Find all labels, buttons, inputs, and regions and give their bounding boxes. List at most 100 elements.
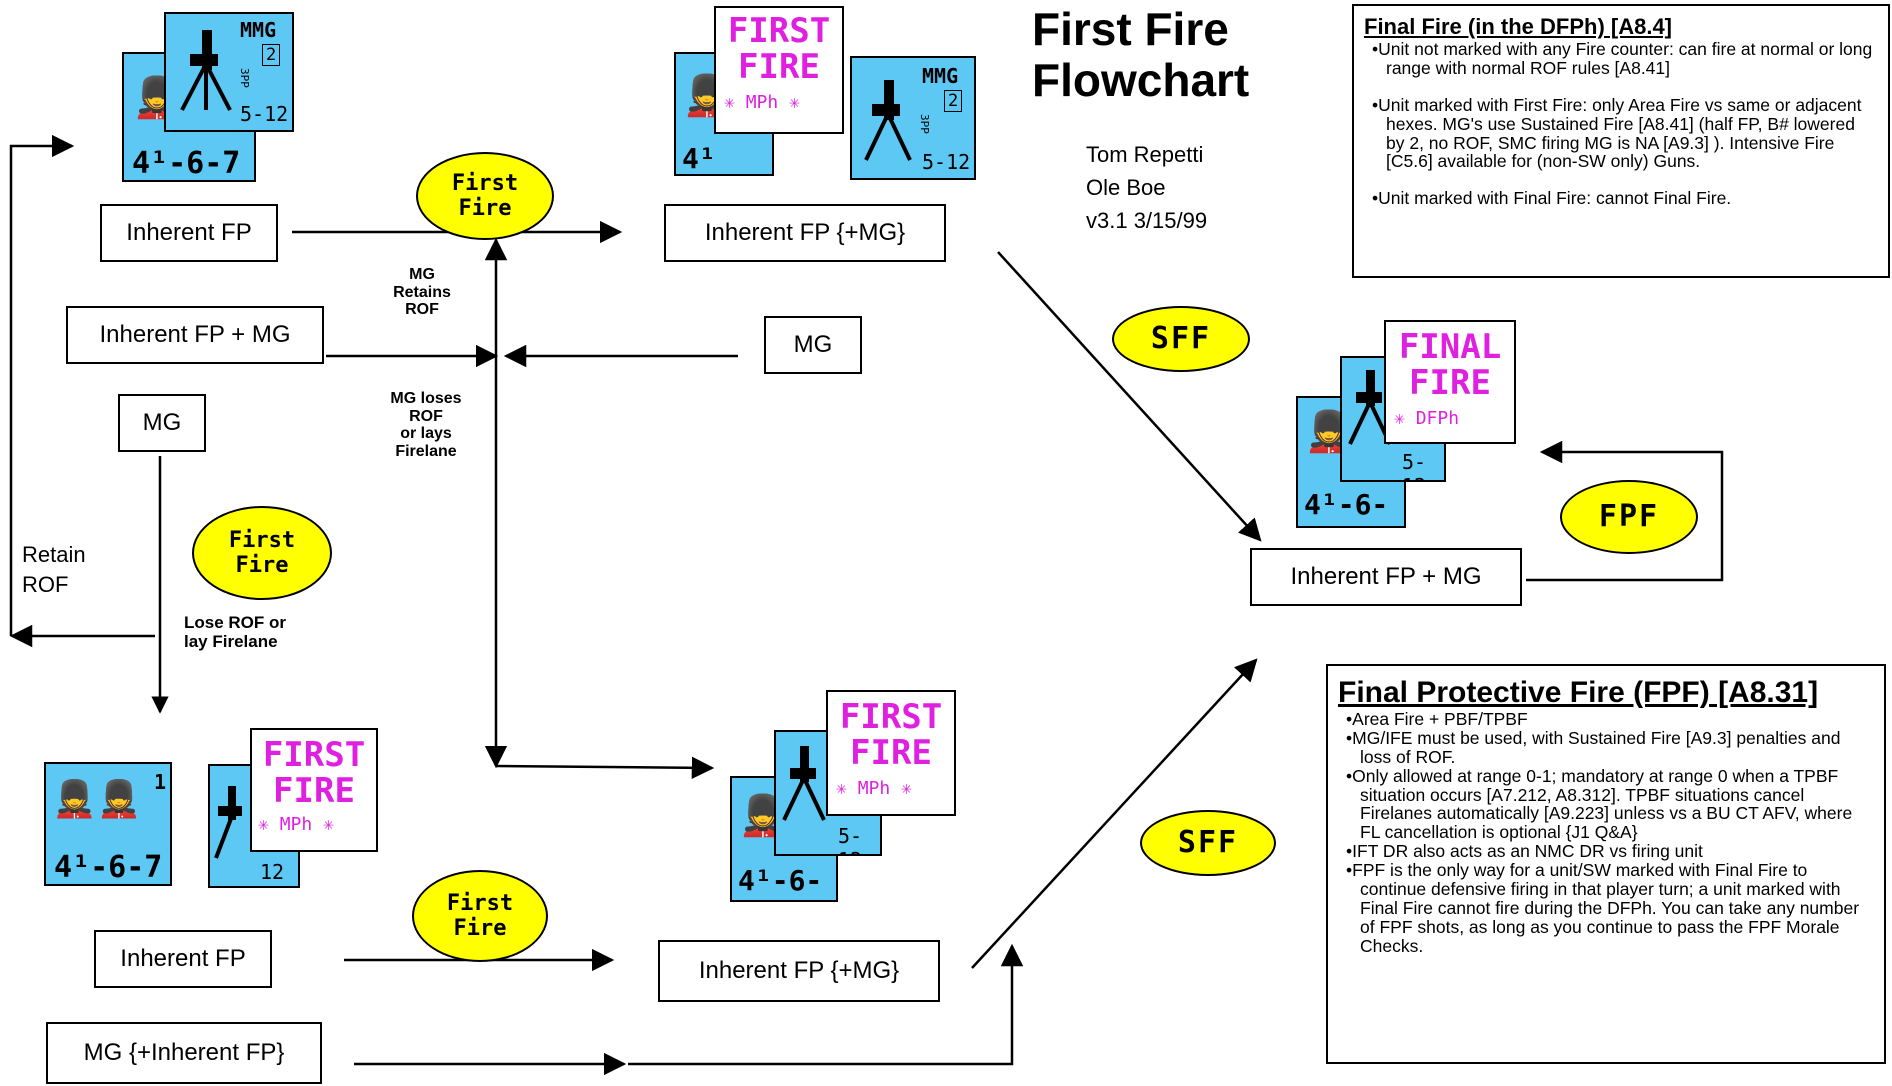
title-line-1: First Fire: [1032, 3, 1229, 55]
box-bottom-inherent-fp: Inherent FP: [94, 930, 272, 988]
mmg-side: 3PP: [918, 114, 931, 134]
marker-first-fire: FIRST FIRE ✳ MPh ✳: [250, 728, 378, 852]
mph-text: MPh: [745, 92, 779, 113]
arrow-bottom-mg-up: [628, 943, 1024, 1066]
dfph-text: DFPh: [1415, 408, 1460, 429]
oval-text-2: Fire: [458, 196, 512, 221]
squad-rating: 4¹-6-7: [738, 864, 823, 900]
dfph-label: ✳ DFPh: [1394, 408, 1460, 429]
oval-sff-bottom: SFF: [1140, 810, 1276, 876]
oval-first-fire-left: First Fire: [192, 506, 332, 600]
box-top-inherent-fp: Inherent FP: [100, 204, 278, 262]
oval-first-fire-bottom: First Fire: [412, 870, 548, 962]
marker-first-fire: FIRST FIRE ✳ MPh ✳: [714, 6, 844, 134]
fpf-heading: Final Protective Fire (FPF) [A8.31]: [1338, 676, 1819, 709]
machine-gun-icon: [864, 80, 912, 161]
list-item: MG/IFE must be used, with Sustained Fire…: [1338, 728, 1874, 767]
author-1: Tom Repetti: [1086, 142, 1204, 167]
author-block: Tom Repetti Ole Boe v3.1 3/15/99: [1086, 138, 1207, 237]
label-line: MG loses: [390, 390, 462, 407]
counter-squad: 💂💂 1 4¹-6-7: [44, 762, 172, 886]
list-item: Unit marked with Final Fire: cannot Fina…: [1364, 189, 1878, 208]
label-line: MG: [409, 266, 435, 283]
list-item: Unit not marked with any Fire counter: c…: [1364, 40, 1878, 78]
squad-rating: 4¹-6-7: [54, 850, 163, 885]
box-left-mg: MG: [118, 394, 206, 452]
soldiers-icon: 💂💂: [52, 778, 142, 819]
label-line: Retain: [22, 542, 86, 567]
box-bottom-inherent-fp-mg: Inherent FP {+MG}: [658, 940, 940, 1002]
list-spacer: [1364, 78, 1878, 96]
oval-text-1: First: [446, 890, 514, 916]
label-line: lay Firelane: [184, 631, 278, 651]
arrow-diag-down: [997, 251, 1262, 542]
marker-line: FIRST: [262, 735, 366, 775]
arrow-fpf-loop: [1526, 440, 1724, 582]
label-line: ROF: [409, 407, 443, 425]
label-line: Lose ROF or: [184, 613, 287, 632]
mph-label: ✳ MPh ✳: [724, 92, 800, 113]
box-mid-inherent-plus-mg: Inherent FP + MG: [66, 306, 324, 364]
counter-mmg: MMG 2 3PP 5-12: [850, 56, 976, 180]
label-retain-rof: Retain ROF: [22, 540, 86, 599]
mmg-side: 3PP: [238, 68, 251, 88]
mmg-fp: 5-12: [240, 102, 289, 126]
box-mg-inherent-fp: MG {+Inherent FP}: [46, 1022, 322, 1084]
box-right-inherent-plus-mg: Inherent FP + MG: [1250, 548, 1522, 606]
machine-gun-icon: [214, 786, 242, 859]
label-line: Retains: [393, 283, 451, 301]
final-fire-list: Unit not marked with any Fire counter: c…: [1364, 40, 1878, 208]
marker-line: FIRE: [738, 46, 820, 87]
mmg-fp: 5-12: [1402, 450, 1427, 480]
final-fire-heading: Final Fire (in the DFPh) [A8.4]: [1364, 14, 1673, 39]
arrow-diag-up: [971, 658, 1258, 969]
first-fire-text: FIRST FIRE: [828, 697, 954, 771]
counter-mmg: MMG 2 3PP 5-12: [164, 12, 294, 132]
squad-rating: 4¹-6-7: [1304, 488, 1389, 526]
machine-gun-icon: [782, 746, 826, 821]
list-item: Unit marked with First Fire: only Area F…: [1364, 95, 1878, 172]
mph-text: MPh: [279, 814, 313, 835]
mmg-fp: 5-12: [922, 150, 971, 174]
arrow-retain-rof-up: [9, 134, 75, 380]
label-line: ROF: [22, 571, 69, 597]
final-fire-text: FINAL FIRE: [1386, 329, 1514, 403]
leader-number: 1: [154, 770, 167, 794]
marker-line: FIRE: [1409, 362, 1491, 403]
label-line: Firelane: [395, 442, 457, 460]
box-top-inherent-fp-mg: Inherent FP {+MG}: [664, 204, 946, 262]
oval-text-2: Fire: [453, 916, 507, 941]
mmg-fp: 5-12: [838, 824, 863, 854]
fpf-list: Area Fire + PBF/TPBF MG/IFE must be used…: [1338, 710, 1874, 956]
list-item: Area Fire + PBF/TPBF: [1338, 710, 1874, 729]
squad-rating: 4¹: [682, 142, 716, 175]
mph-label: ✳ MPh ✳: [836, 778, 912, 799]
first-fire-text: FIRST FIRE: [716, 11, 842, 87]
final-fire-panel: Final Fire (in the DFPh) [A8.4] Unit not…: [1352, 4, 1890, 278]
arrow-center-right: [495, 756, 715, 780]
marker-line: FIRST: [839, 697, 943, 737]
oval-text-1: First: [228, 527, 296, 553]
first-fire-text: FIRST FIRE: [252, 735, 376, 809]
list-item: Only allowed at range 0-1; mandatory at …: [1338, 766, 1874, 843]
label-line: or lays: [400, 425, 452, 443]
version: v3.1 3/15/99: [1086, 208, 1208, 233]
fpf-panel: Final Protective Fire (FPF) [A8.31] Area…: [1326, 664, 1886, 1064]
mmg-label: MMG: [240, 18, 277, 42]
mph-label: ✳ MPh ✳: [258, 814, 334, 835]
title-line-2: Flowchart: [1032, 53, 1250, 106]
oval-sff-top: SFF: [1112, 306, 1250, 372]
machine-gun-icon: [180, 30, 232, 111]
mmg-number: 2: [944, 90, 963, 112]
list-item: FPF is the only way for a unit/SW marked…: [1338, 861, 1874, 956]
page-title: First Fire Flowchart: [1032, 4, 1249, 105]
label-lose-rof: Lose ROF or lay Firelane: [184, 613, 287, 651]
mmg-number: 2: [262, 44, 281, 66]
squad-rating: 4¹-6-7: [132, 146, 241, 181]
marker-line: FIRST: [727, 11, 831, 51]
label-mg-loses-rof: MG loses ROF or lays Firelane: [372, 390, 480, 460]
marker-first-fire: FIRST FIRE ✳ MPh ✳: [826, 690, 956, 816]
list-spacer: [1364, 171, 1878, 189]
author-2: Ole Boe: [1086, 175, 1166, 200]
